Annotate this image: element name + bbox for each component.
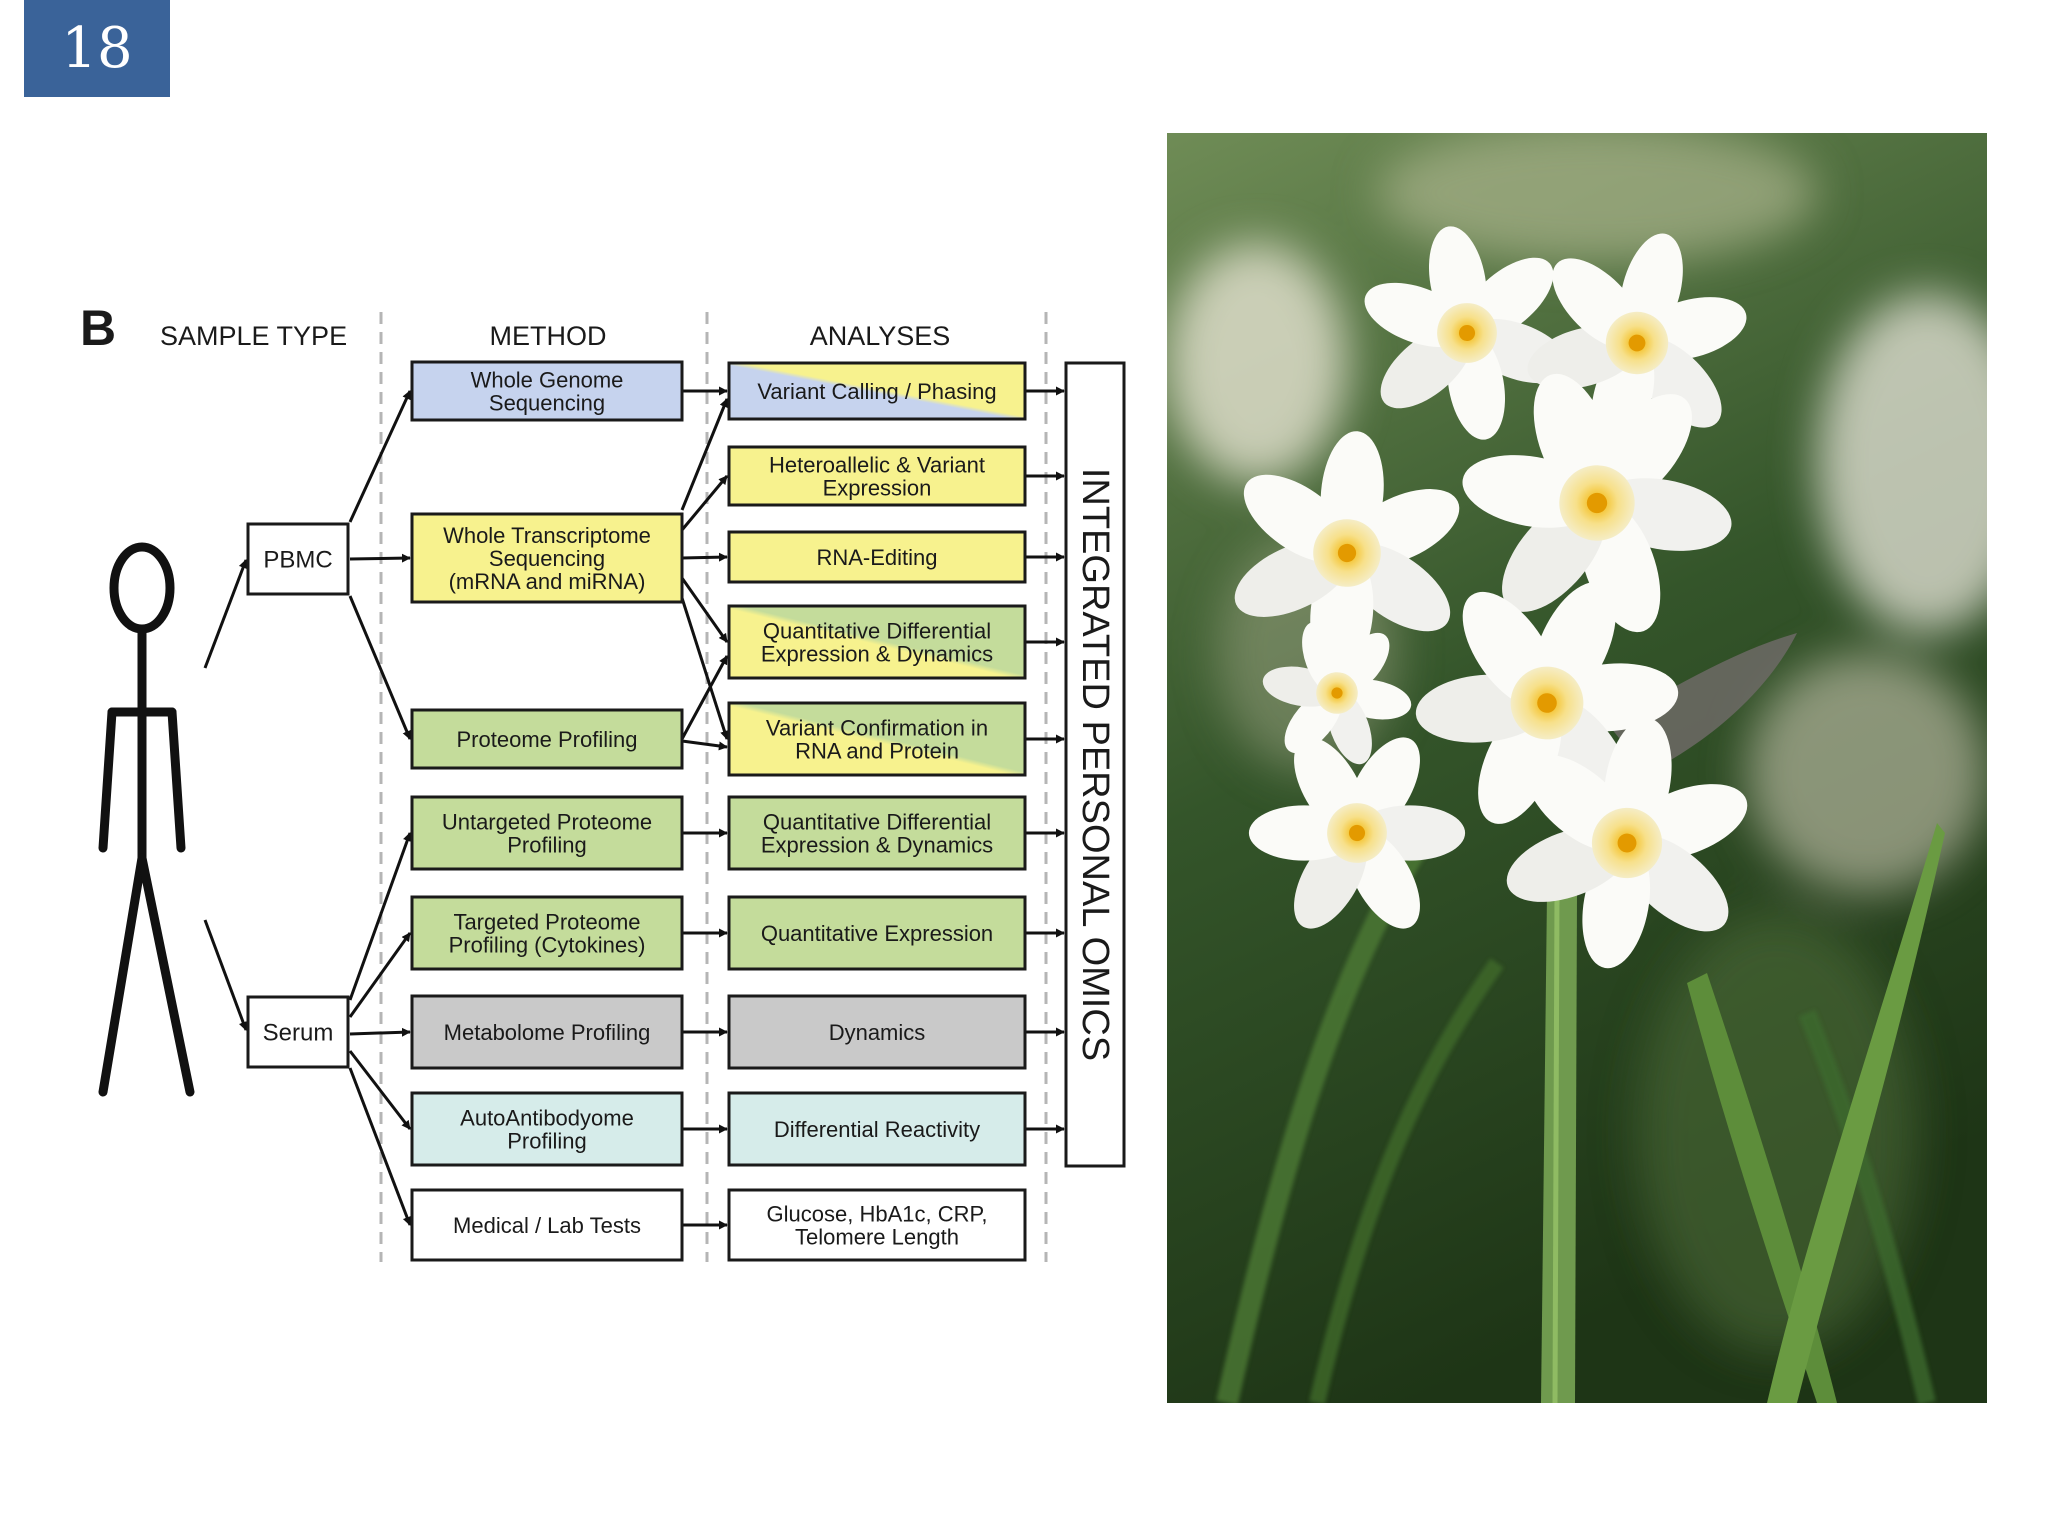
analysis-box-4-label-line: Expression & Dynamics: [761, 641, 993, 666]
connector-arrow: [680, 577, 729, 643]
connector-arrow: [680, 597, 729, 740]
method-box-8: Medical / Lab Tests: [410, 1188, 684, 1262]
connector-arrow: [348, 932, 412, 1018]
analysis-box-5-label-line: RNA and Protein: [795, 738, 959, 763]
method-box-4-label-line: Profiling: [507, 832, 586, 857]
analysis-box-2-label-line: Expression: [823, 475, 932, 500]
analysis-box-7-label-line: Quantitative Expression: [761, 921, 993, 946]
analysis-box-10-label-line: Glucose, HbA1c, CRP,: [767, 1201, 988, 1226]
analysis-box-8-label-line: Dynamics: [829, 1020, 926, 1045]
connector-arrow: [348, 1050, 412, 1130]
method-box-2-label-line: (mRNA and miRNA): [449, 569, 646, 594]
sample-box-serum-label-line: Serum: [263, 1020, 334, 1047]
method-box-4-label-line: Untargeted Proteome: [442, 809, 652, 834]
connector-arrow: [680, 475, 729, 531]
header-method: METHOD: [490, 321, 607, 351]
analysis-box-1-label-line: Variant Calling / Phasing: [757, 379, 996, 404]
analysis-box-6-label-line: Quantitative Differential: [763, 809, 991, 834]
analysis-box-3: RNA-Editing: [727, 530, 1027, 584]
analysis-box-3-label-line: RNA-Editing: [816, 545, 937, 570]
method-box-2-label-line: Whole Transcriptome: [443, 523, 651, 548]
connector-arrow: [348, 390, 412, 523]
method-box-3-label-line: Proteome Profiling: [457, 727, 638, 752]
analysis-box-7: Quantitative Expression: [727, 895, 1027, 971]
analysis-box-4-label-line: Quantitative Differential: [763, 618, 991, 643]
connector-arrow: [348, 595, 412, 740]
analysis-box-9-label-line: Differential Reactivity: [774, 1117, 980, 1142]
method-box-7-label-line: Profiling: [507, 1128, 586, 1153]
method-box-3: Proteome Profiling: [410, 708, 684, 770]
analysis-box-10-label-line: Telomere Length: [795, 1224, 959, 1249]
connector-arrow: [349, 1027, 411, 1037]
method-box-1-label-line: Sequencing: [489, 390, 605, 415]
method-box-8-label-line: Medical / Lab Tests: [453, 1213, 641, 1238]
method-box-5-label-line: Targeted Proteome: [453, 909, 640, 934]
integrated-personal-omics-box: INTEGRATED PERSONAL OMICS: [1064, 361, 1126, 1168]
connector-arrow: [681, 552, 728, 562]
method-box-1-label-line: Whole Genome: [471, 367, 624, 392]
integrated-personal-omics-box-label: INTEGRATED PERSONAL OMICS: [1074, 468, 1116, 1061]
analysis-box-1: Variant Calling / Phasing: [727, 361, 1027, 421]
method-box-2-label-line: Sequencing: [489, 546, 605, 571]
connector-arrow: [348, 832, 412, 1001]
analysis-box-6-label-line: Expression & Dynamics: [761, 832, 993, 857]
method-box-5-label-line: Profiling (Cytokines): [449, 932, 646, 957]
connector-arrow: [203, 559, 248, 669]
daffodil-photo: [1167, 133, 1987, 1403]
connector-arrow: [680, 655, 729, 740]
analysis-box-2-label-line: Heteroallelic & Variant: [769, 452, 985, 477]
analysis-box-10: Glucose, HbA1c, CRP,Telomere Length: [727, 1188, 1027, 1262]
analysis-box-5-label-line: Variant Confirmation in: [766, 715, 988, 740]
connector-arrow: [681, 739, 728, 751]
method-box-6: Metabolome Profiling: [410, 994, 684, 1070]
connector-arrows: [203, 386, 1065, 1230]
connector-arrow: [348, 1067, 412, 1226]
panel-letter: B: [80, 300, 116, 356]
header-analyses: ANALYSES: [810, 321, 951, 351]
analysis-box-9: Differential Reactivity: [727, 1091, 1027, 1167]
connector-arrow: [203, 919, 248, 1031]
connector-arrow: [349, 553, 411, 563]
method-box-6-label-line: Metabolome Profiling: [444, 1020, 651, 1045]
sample-box-pbmc-label-line: PBMC: [263, 547, 332, 574]
analysis-box-8: Dynamics: [727, 994, 1027, 1070]
method-box-7-label-line: AutoAntibodyome: [460, 1105, 634, 1130]
connector-arrow: [680, 398, 729, 511]
sample-box-pbmc: PBMC: [246, 522, 350, 596]
person-figure: [98, 542, 195, 1097]
header-sample-type: SAMPLE TYPE: [160, 321, 347, 351]
slide-number: 18: [24, 0, 170, 97]
sample-box-serum: Serum: [246, 995, 350, 1069]
